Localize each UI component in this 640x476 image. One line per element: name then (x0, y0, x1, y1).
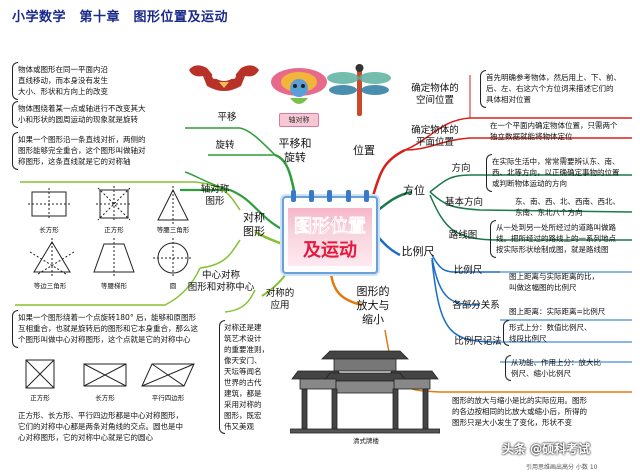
plane-position-text: 在一个平面内确定物体位置，只需两个 独立数据就能将物体定位 (490, 121, 618, 141)
node-space-position: 确定物体的 空间位置 (411, 83, 459, 106)
paifang-caption: 清式牌楼 (353, 437, 379, 445)
kite-caption-box: 轴对称 (279, 113, 319, 127)
watermark: 头条 @硕科考试 (502, 442, 591, 456)
node-symmetry-application: 对称的 应用 (265, 288, 295, 311)
node-enlarge-shrink: 图形的 放大与 缩小 (356, 285, 390, 326)
page-title: 小学数学 第十章 图形位置及运动 (12, 10, 229, 25)
symmetry-application-text: 对称还是建 筑艺术设计 的重要准则， 像天安门、 天坛等闻名 世界的古代 建筑，… (224, 323, 269, 431)
paifang-archway-image: 清式牌楼 (290, 345, 440, 445)
node-symmetry: 对称 图形 (243, 211, 265, 238)
node-axis-symmetry: 轴对称 图形 (200, 184, 230, 207)
node-position: 位置 (353, 144, 375, 157)
node-scale: 比例尺 (401, 245, 435, 258)
node-direction: 方向 (451, 163, 471, 174)
chinese-mask-image (185, 62, 263, 96)
node-plane-position: 确定物体的 平面位置 (411, 125, 459, 148)
caption-circle: 圆 (169, 282, 177, 290)
axis-shapes-panel: 长方形 正方形 等腰三角形 等边三角形 等腰梯形 圆 (18, 186, 208, 298)
node-scale-notation: 比例尺记法 (454, 336, 502, 347)
node-scale-relation: 各部分关系 (452, 300, 500, 311)
bracket-direction (486, 154, 492, 192)
caption-center-square: 正方形 (30, 394, 50, 402)
bracket-axis (12, 132, 18, 170)
basic-direction-text: 东、南、西、北、西南、西北、 东南、东北八个方向 (515, 197, 620, 217)
center-title-2: 及运动 (303, 240, 357, 261)
route-map-text: 从一处到另一处所经过的道路叫做路 线。把所经过的路线上的一系列地点 按实际形状绘… (496, 223, 616, 254)
kite-image (268, 60, 330, 118)
center-symmetry-note: 正方形、长方形、平行四边形都是中心对称图形， 它们的对称中心都是两条对角线的交点… (18, 411, 183, 442)
bracket-apply (219, 320, 225, 434)
center-node: 图形位置 及运动 (282, 190, 378, 274)
footer-note: 引用思维画出高分 小数 10 (526, 464, 598, 471)
node-basic-direction: 基本方向 (444, 197, 483, 208)
scale-form-text: 形式上分：数值比例尺、 线段比例尺 (509, 323, 592, 343)
caption-square: 正方形 (104, 226, 124, 234)
bracket-scale-form (503, 320, 509, 346)
caption-rectangle: 长方形 (39, 226, 59, 234)
bracket-center (12, 310, 18, 348)
bracket-scale-use (505, 355, 511, 381)
node-translation-rotation: 平移和 旋转 (278, 137, 312, 164)
direction-text: 在实际生活中，常常需要辨认东、南、 西、北等方向，以正确确定事物的位置 或判断物… (492, 157, 620, 188)
axis-symmetry-definition: 如果一个图形沿一条直线对折，两侧的 图形能够完全重合，这个图形叫做轴对 称图形，… (18, 135, 146, 166)
bracket-translation (12, 62, 18, 100)
caption-center-rectangle: 长方形 (95, 394, 115, 402)
caption-equilateral-triangle: 等边三角形 (33, 282, 67, 290)
node-center-symmetry: 中心对称 图形和对称中心 (187, 270, 255, 293)
node-scale-def: 比例尺 (453, 265, 483, 276)
center-symmetry-definition: 如果一个图形绕着一个点旋转180° 后，能够和原图形 互相重合，也就是旋转后的图… (18, 313, 198, 344)
space-position-text: 首先明确参考物体，然后用上、下、前、 后、左、右这六个方位词来描述它们的 具体相… (486, 73, 621, 104)
node-translation: 平移 (217, 112, 237, 123)
caption-parallelogram: 平行四边形 (151, 394, 185, 402)
rotation-definition: 物体围绕着某一点或轴进行不改变其大 小和形状的圆周运动的现象就是旋转 (18, 104, 146, 124)
scale-formula-text: 图上距离：实际距离=比例尺 (509, 307, 606, 316)
kite-caption: 轴对称 (288, 116, 310, 124)
scale-use-text: 从功能、作用上分：放大比 例尺、缩小比例尺 (511, 358, 601, 378)
caption-isosceles-triangle: 等腰三角形 (156, 226, 190, 234)
center-shapes-panel: 正方形 长方形 平行四边形 (18, 356, 198, 406)
center-title-1: 图形位置 (294, 216, 367, 238)
node-route-map: 路线图 (448, 230, 478, 241)
dragonfly-image (325, 62, 393, 118)
enlarge-shrink-text: 图形的放大与缩小是比的实际应用。图形 的各边按相同的比放大或缩小后，所得的 图形… (452, 396, 587, 427)
translation-definition: 物体或图形在同一平面内沿 直线移动，而本身没有发生 大小、形状和方向上的改变 (18, 65, 108, 96)
caption-isosceles-trapezoid: 等腰梯形 (101, 282, 127, 290)
node-bearing: 方位 (403, 184, 425, 197)
bracket-rotation (12, 101, 18, 128)
scale-definition-text: 图上距离与实际距离的比， 叫做这幅图的比例尺 (509, 272, 599, 292)
bracket-space (480, 70, 486, 108)
bracket-route (490, 220, 496, 258)
node-rotation: 旋转 (215, 140, 235, 151)
